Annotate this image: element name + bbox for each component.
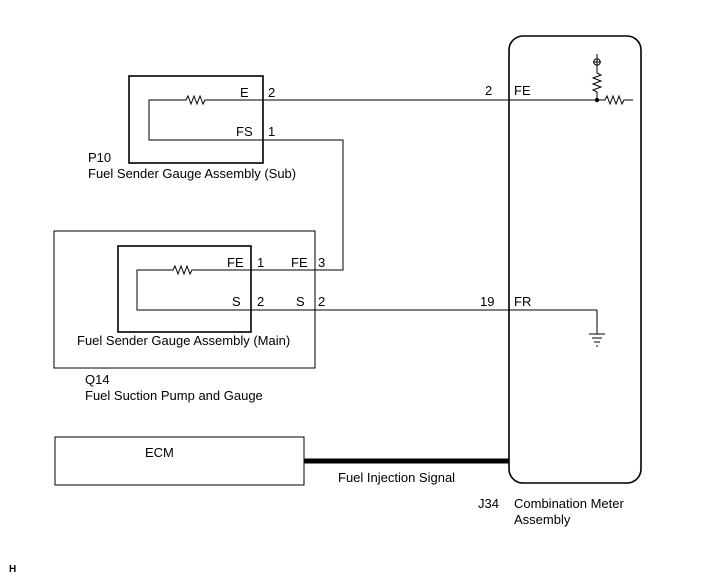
p10-resistor — [179, 94, 212, 106]
j34-vert-resistor — [591, 65, 603, 93]
q14-main-name: Fuel Sender Gauge Assembly (Main) — [77, 333, 290, 348]
p10-pin-e-label: E — [240, 85, 249, 100]
corner-mark: H — [9, 564, 16, 575]
j34-pin-fr-number: 19 — [480, 294, 494, 309]
ecm-label: ECM — [145, 445, 174, 460]
p10-name: Fuel Sender Gauge Assembly (Sub) — [88, 166, 296, 181]
p10-code: P10 — [88, 150, 111, 165]
q14-outer-box — [53, 230, 316, 369]
p10-pin-e-number: 2 — [268, 85, 275, 100]
q14-outer-fe-label: FE — [291, 255, 308, 270]
j34-pin-fe-number: 2 — [485, 83, 492, 98]
q14-outer-s-label: S — [296, 294, 305, 309]
p10-pin-fs-number: 1 — [268, 124, 275, 139]
q14-inner-fe-label: FE — [227, 255, 244, 270]
fuel-injection-signal-label: Fuel Injection Signal — [338, 470, 455, 485]
q14-inner-fe-number: 1 — [257, 255, 264, 270]
j34-code: J34 — [478, 496, 499, 511]
q14-internal-wire — [136, 269, 251, 311]
p10-box — [128, 75, 264, 164]
q14-outer-fe-number: 3 — [318, 255, 325, 270]
q14-inner-s-number: 2 — [257, 294, 264, 309]
q14-resistor — [166, 264, 199, 276]
wire-fs-p10-to-q14 — [263, 139, 344, 271]
p10-pin-fs-label: FS — [236, 124, 253, 139]
j34-pin-fe-label: FE — [514, 83, 531, 98]
j34-name-line2: Assembly — [514, 512, 571, 527]
q14-name: Fuel Suction Pump and Gauge — [85, 388, 263, 403]
j34-fe-resistor — [604, 94, 633, 106]
j34-pin-fr-label: FR — [514, 294, 531, 309]
ground-icon — [589, 333, 605, 347]
q14-inner-s-label: S — [232, 294, 241, 309]
ecm-box — [54, 436, 305, 486]
q14-code: Q14 — [85, 372, 110, 387]
q14-outer-s-number: 2 — [318, 294, 325, 309]
j34-box — [508, 35, 642, 484]
j34-name-line1: Combination Meter — [514, 496, 624, 511]
p10-internal-wire — [148, 99, 263, 141]
q14-main-box — [117, 245, 252, 333]
